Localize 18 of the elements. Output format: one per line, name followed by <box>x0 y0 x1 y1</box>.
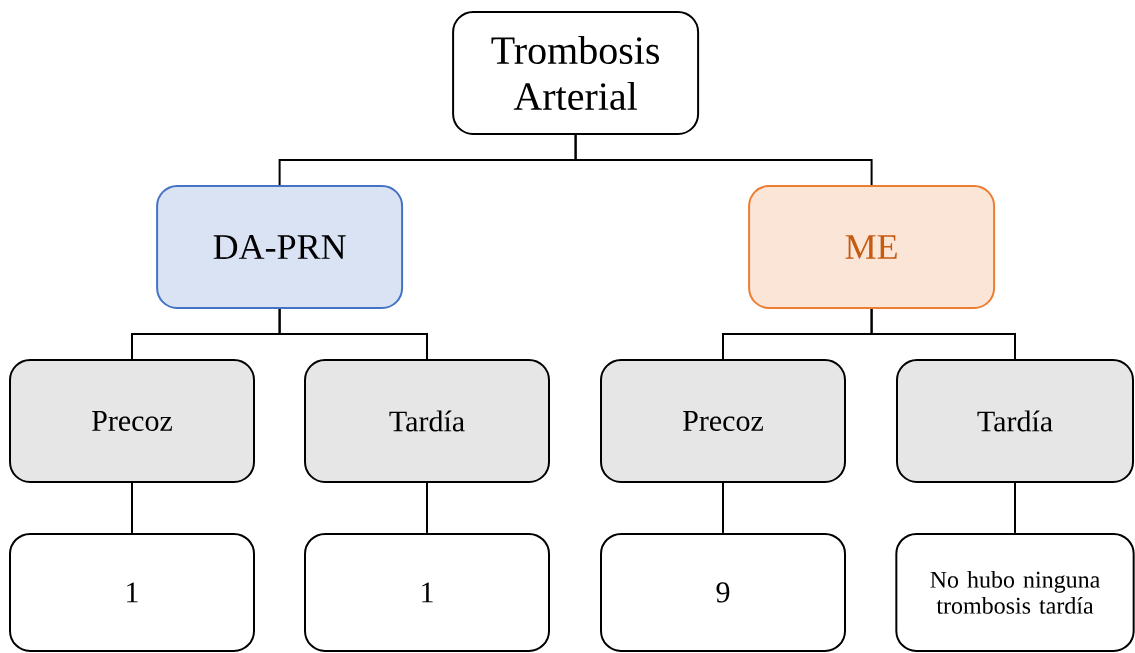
category-box: ME <box>748 185 996 309</box>
connector-line <box>426 482 428 534</box>
note-box: No hubo ninguna trombosis tardía <box>895 532 1135 652</box>
phase-box: Tardía <box>304 359 550 483</box>
connector-line <box>722 482 724 534</box>
connector-line <box>278 308 428 360</box>
count-box: 1 <box>9 532 255 652</box>
connector-line <box>574 134 873 186</box>
connector-line <box>1014 482 1016 534</box>
phase-box: Tardía <box>896 359 1134 483</box>
phase-box: Precoz <box>9 359 255 483</box>
connector-line <box>870 308 1016 360</box>
connector-line <box>131 482 133 534</box>
category-box: DA-PRN <box>156 185 404 309</box>
count-box: 1 <box>304 532 550 652</box>
phase-box: Precoz <box>600 359 846 483</box>
count-box: 9 <box>600 532 846 652</box>
root-box: Trombosis Arterial <box>452 11 700 135</box>
